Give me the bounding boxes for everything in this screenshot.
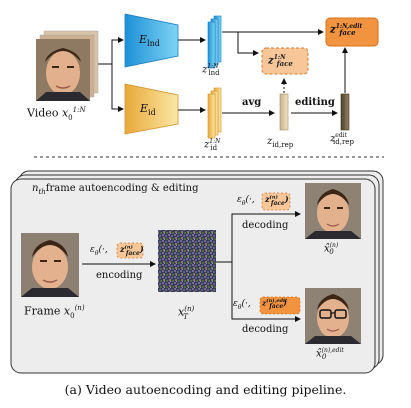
eps-encode-chip-label: z(n)face)	[120, 244, 144, 257]
z-face-edit-chip-label: z1:N,editface	[330, 23, 363, 38]
z-face-chip-shape	[261, 47, 309, 75]
avg-label: avg	[242, 97, 262, 108]
encoding-label: encoding	[96, 270, 143, 281]
eps-decode2-chip-label: z(n),editface)	[262, 298, 288, 310]
video-frames-stack	[36, 30, 99, 101]
encoder-lnd-shape	[124, 13, 179, 68]
decoding2-label: decoding	[242, 324, 289, 335]
z-lnd-block	[207, 15, 222, 69]
video-label: Video x01:N	[27, 106, 86, 122]
output-image-1	[305, 183, 361, 239]
frame-label: Frame x0(n)	[24, 304, 85, 320]
eps-decode1-chip-label: z(n)face)	[265, 194, 289, 207]
eps-decode2-label: εθ(·,	[233, 299, 251, 311]
figure-caption: (a) Video autoencoding and editing pipel…	[64, 382, 347, 397]
output-image-2	[305, 288, 361, 344]
z-id-label: z1:Nid	[204, 138, 221, 153]
encoder-lnd-label: Elnd	[139, 33, 160, 49]
frame-image	[21, 233, 79, 297]
output2-label: x̂(n),edit0	[316, 347, 344, 362]
xT-label: x(n)T	[178, 305, 195, 321]
z-lnd-label: z1:Nlnd	[202, 63, 220, 78]
enc-chip-shape	[116, 242, 144, 259]
encoder-id-label: Eid	[140, 102, 156, 118]
encoder-id-shape	[124, 83, 179, 135]
z-id-rep-bar	[279, 93, 289, 131]
output1-label: x̂(n)0	[324, 242, 339, 257]
eps-decode1-label: εθ(·,	[237, 195, 255, 207]
decoding1-label: decoding	[242, 220, 289, 231]
z-face-chip-label: z1:Nface	[268, 54, 293, 69]
dec1-chip-shape	[261, 192, 291, 211]
z-id-rep-edit-label: zeditid,rep	[330, 132, 354, 147]
editing-label: editing	[295, 97, 335, 108]
noise-image	[158, 230, 216, 292]
z-id-block	[207, 87, 222, 139]
eps-encode-label: εθ(·,	[90, 245, 108, 257]
z-id-rep-label: zid,rep	[267, 136, 294, 149]
z-face-edit-chip-shape	[325, 17, 379, 47]
dec2-chip-shape	[259, 296, 301, 315]
panel-title: nthframe autoencoding & editing	[32, 183, 199, 196]
z-id-rep-edit-bar	[340, 93, 350, 131]
